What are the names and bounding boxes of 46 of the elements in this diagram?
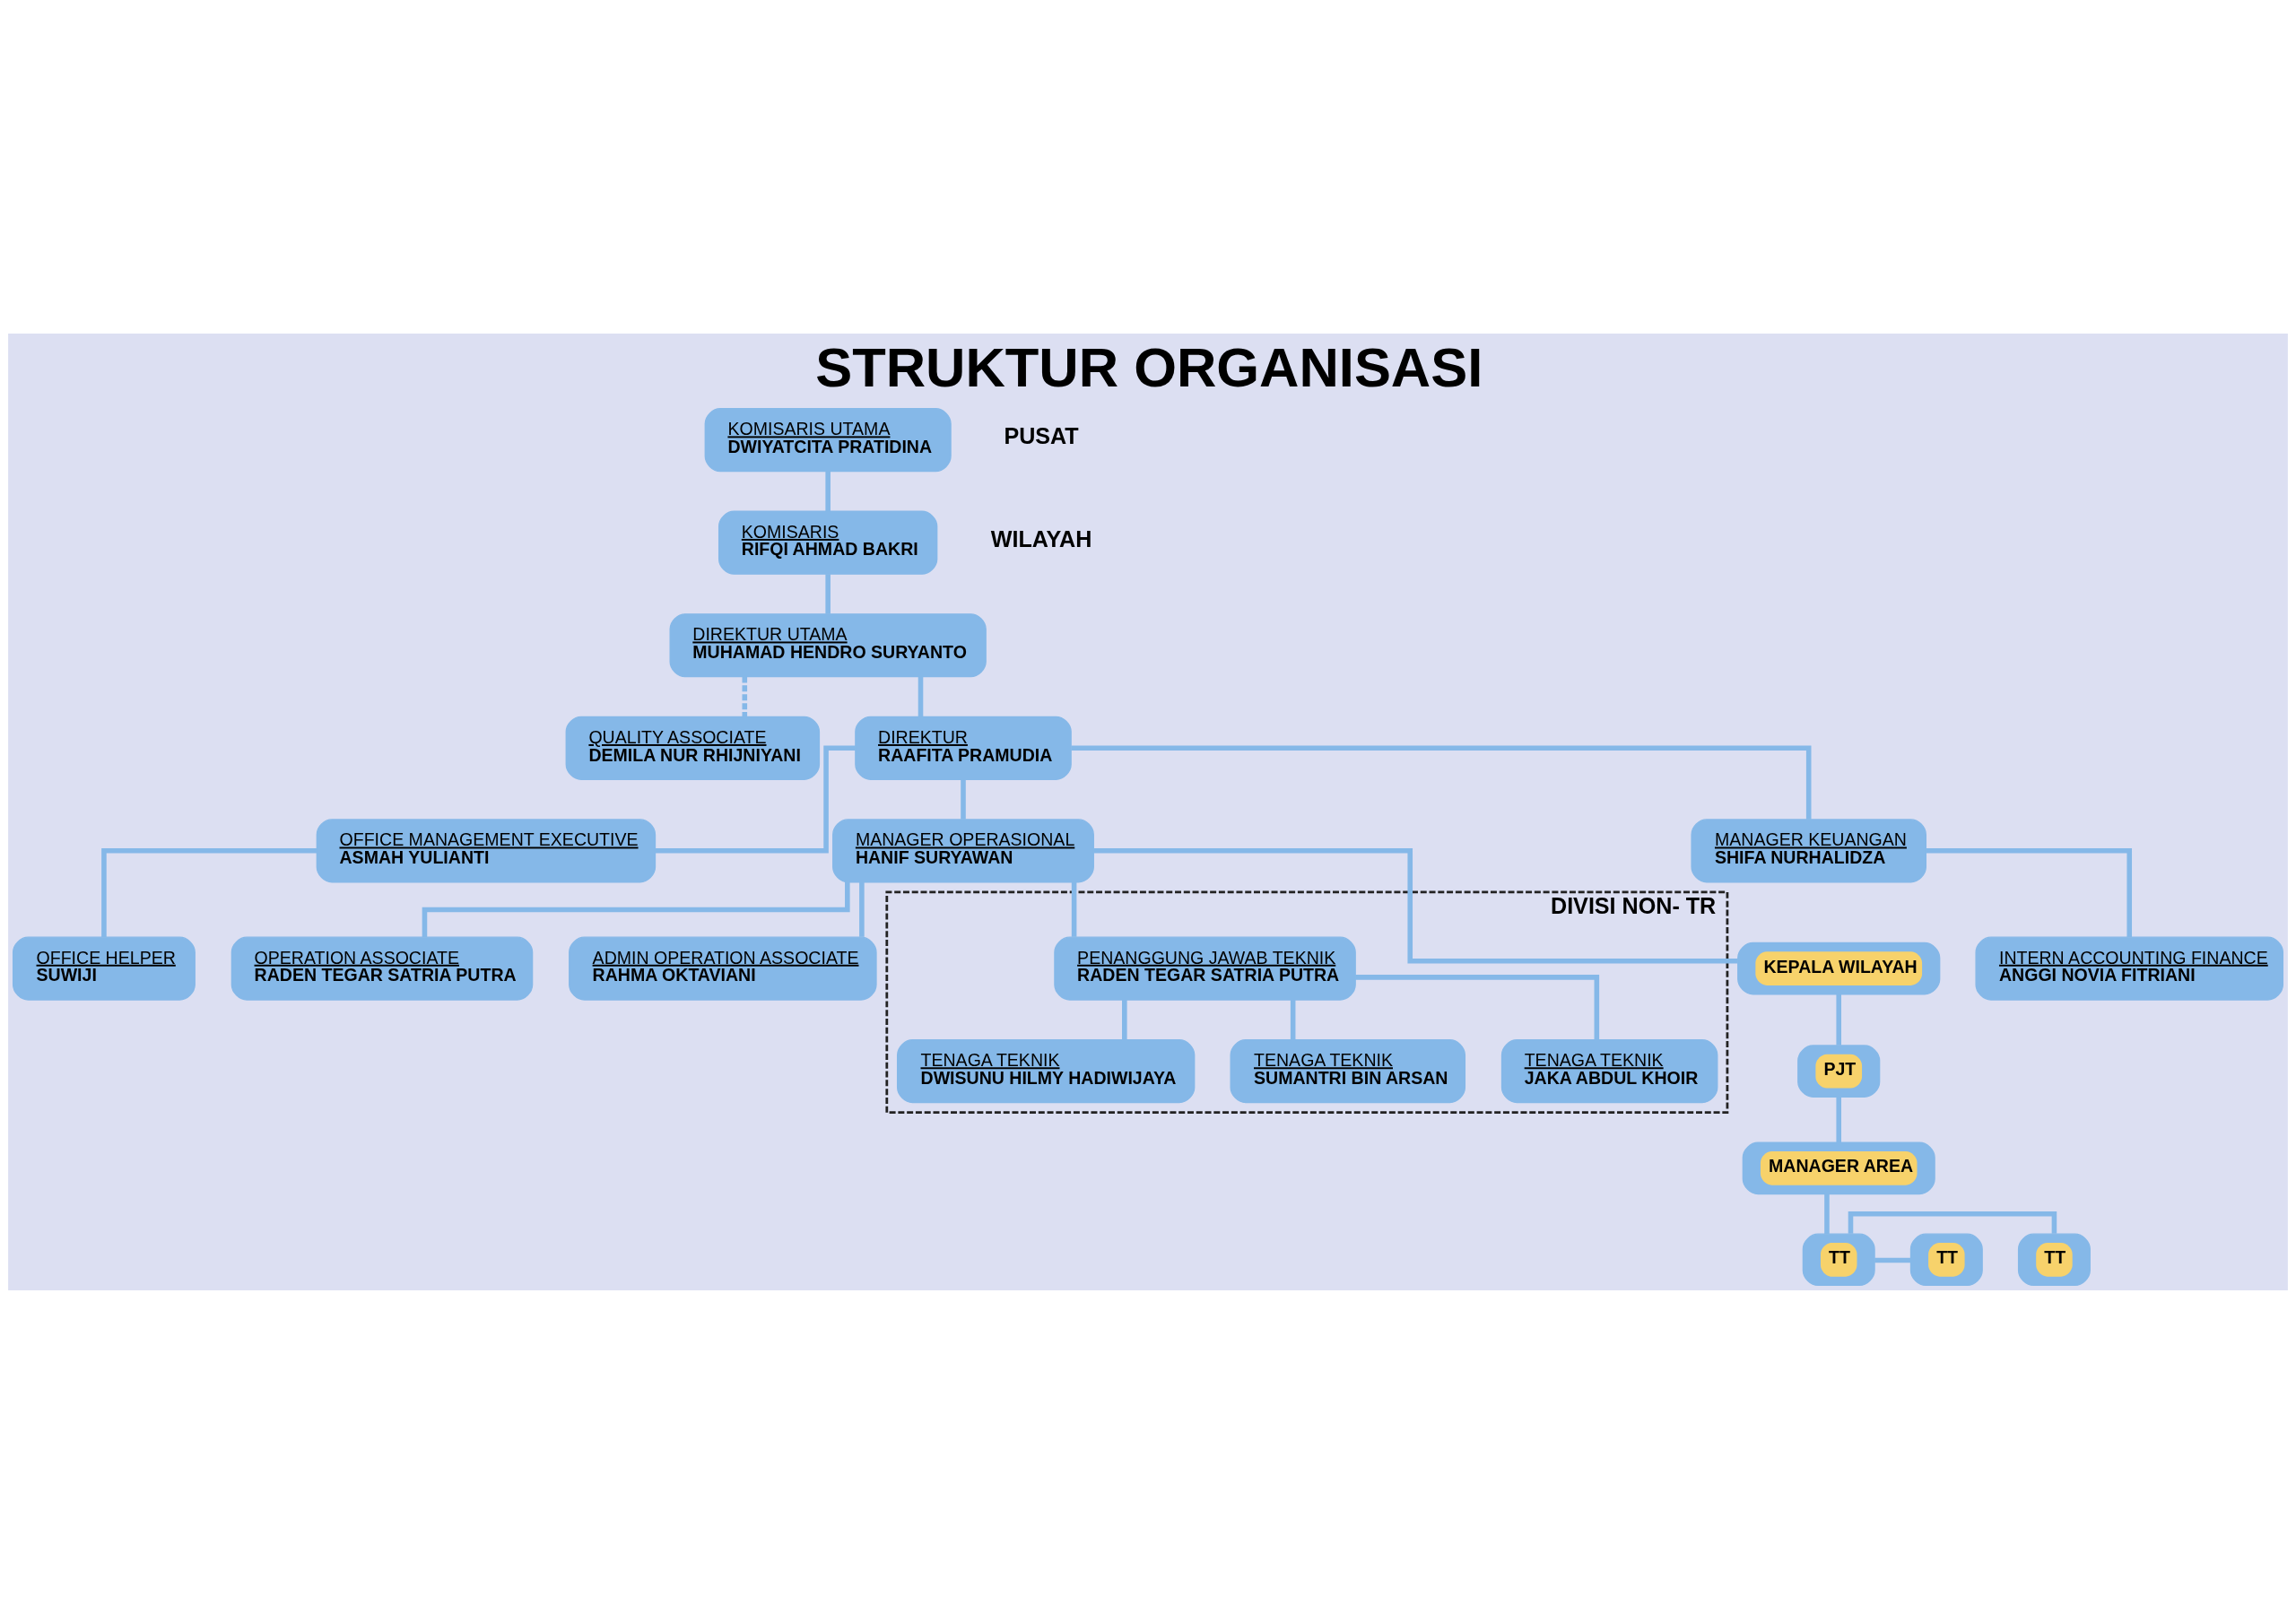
connector	[859, 881, 865, 937]
connector	[1824, 1193, 1830, 1234]
node-box: ADMIN OPERATION ASSOCIATE RAHMA OKTAVIANI	[569, 935, 877, 1001]
connector	[1874, 1257, 1911, 1263]
connector	[918, 676, 924, 716]
node-box: TENAGA TEKNIK SUMANTRI BIN ARSAN	[1230, 1038, 1466, 1103]
connector	[1122, 999, 1127, 1039]
label: WILAYAH	[990, 525, 1092, 551]
connector	[1093, 847, 1738, 963]
connector	[825, 573, 831, 614]
node-box: TT	[1802, 1232, 1875, 1286]
connector	[101, 847, 317, 937]
node-box: PENANGGUNG JAWAB TEKNIK RADEN TEGAR SATRIA PUTRA	[1054, 935, 1356, 1001]
connector	[1926, 847, 2133, 937]
connector	[1836, 994, 1841, 1046]
node-box: MANAGER AREA	[1742, 1141, 1935, 1194]
connector	[422, 881, 850, 937]
node-box: QUALITY ASSOCIATE DEMILA NUR RHIJNIYANI	[565, 716, 821, 780]
connector	[1848, 1211, 2057, 1234]
node-box: OPERATION ASSOCIATE RADEN TEGAR SATRIA PUTRA	[230, 935, 534, 1001]
node-box: OFFICE HELPER SUWIJI	[13, 935, 196, 1001]
node-box: TT	[2017, 1232, 2091, 1286]
diagram-title: STRUKTUR ORGANISASI	[815, 335, 1483, 398]
node-box: KEPALA WILAYAH	[1737, 942, 1941, 994]
node-box: DIREKTUR RAAFITA PRAMUDIA	[855, 716, 1072, 780]
connector	[1071, 744, 1812, 820]
node-box: KOMISARIS UTAMA DWIYATCITA PRATIDINA	[704, 407, 952, 472]
node-box: MANAGER OPERASIONAL HANIF SURYAWAN	[832, 818, 1094, 882]
node-box: DIREKTUR UTAMA MUHAMAD HENDRO SURYANTO	[669, 612, 987, 677]
connector	[1355, 974, 1600, 1039]
connector	[1290, 999, 1296, 1039]
connector	[742, 676, 748, 716]
connector	[825, 471, 831, 511]
connector	[1071, 881, 1077, 937]
node-box: KOMISARIS RIFQI AHMAD BAKRI	[718, 510, 938, 575]
node-box: PJT	[1797, 1044, 1881, 1098]
node-box: TENAGA TEKNIK JAKA ABDUL KHOIR	[1500, 1038, 1718, 1103]
node-box: MANAGER KEUANGAN SHIFA NURHALIDZA	[1691, 818, 1926, 882]
connector	[655, 744, 856, 854]
connector	[961, 778, 966, 820]
node-box: TENAGA TEKNIK DWISUNU HILMY HADIWIJAYA	[896, 1038, 1196, 1103]
connector	[1836, 1097, 1841, 1142]
node-box: TT	[1909, 1232, 1983, 1286]
node-box: OFFICE MANAGEMENT EXECUTIVE ASMAH YULIANTI	[316, 818, 657, 882]
node-box: INTERN ACCOUNTING FINANCE ANGGI NOVIA FITRIANI	[1975, 935, 2283, 1001]
label: PUSAT	[1004, 422, 1079, 448]
